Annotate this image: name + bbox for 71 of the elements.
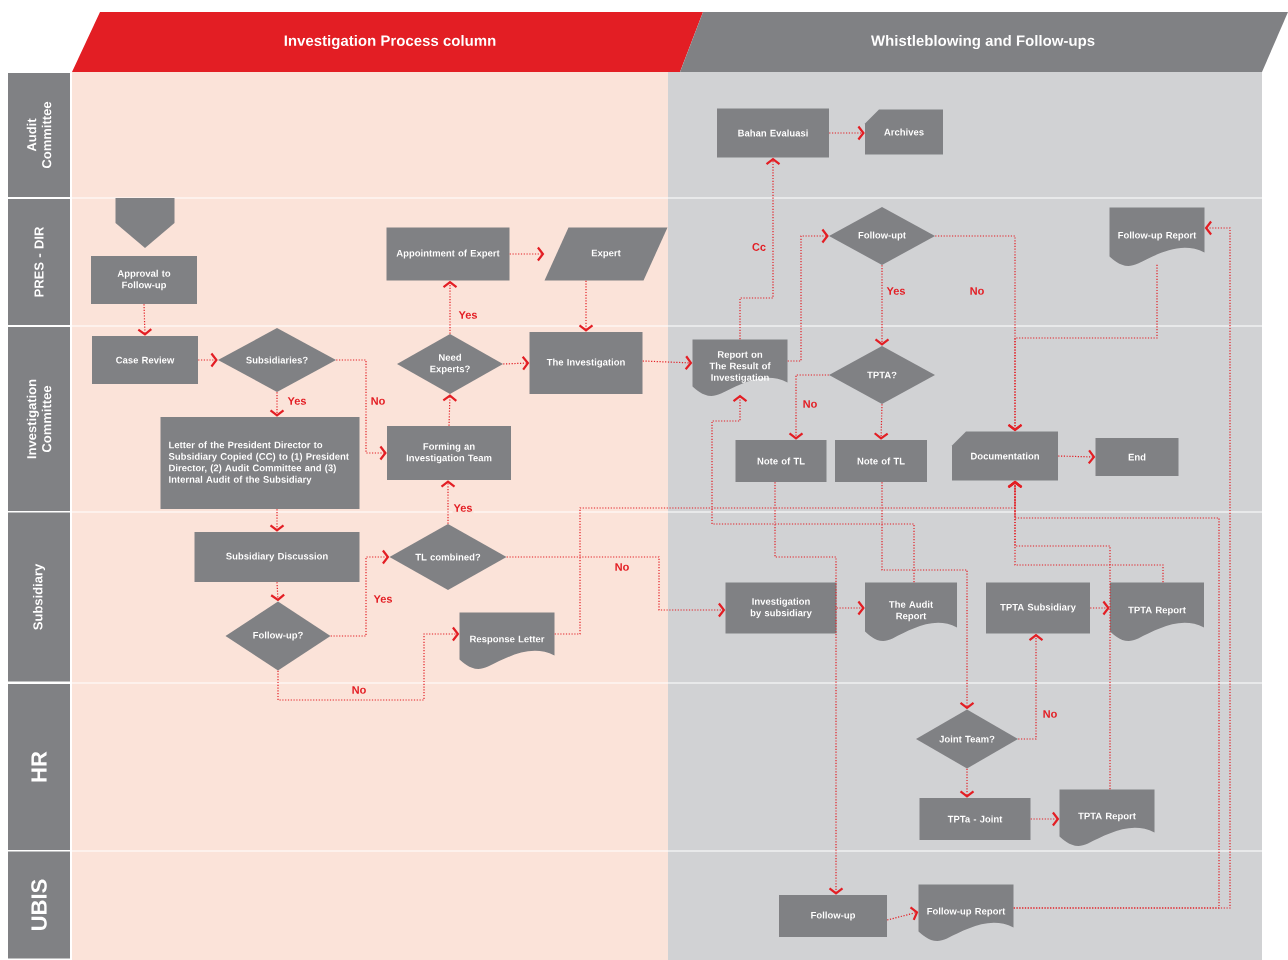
arrow [874,403,889,440]
arrow [277,626,460,701]
arrow [509,246,545,262]
edge-label: No [350,685,368,695]
arrow [1007,480,1220,909]
edge-label: No [968,286,986,296]
arrow [335,359,387,461]
arrow [642,355,693,370]
arrow [442,280,458,335]
process-box: Appointment of Expert [386,227,510,281]
header-banner: Investigation Process column [72,12,703,72]
lane-label: HR [8,684,70,850]
arrow [330,549,390,637]
lane-label: PRES - DIR [8,199,70,325]
edge-label: Yes [885,286,907,296]
lane-label: UBIS [8,851,70,959]
arrow [137,303,152,336]
process-box: Bahan Evaluasi [717,108,829,158]
process-box: Note of TL [735,440,827,482]
edge-label: No [801,399,819,409]
arrow [269,508,285,532]
edge-label: No [1041,709,1059,719]
edge-label: No [613,562,631,572]
pentagon-shape [115,198,175,248]
edge-label: No [369,396,387,406]
process-box: Forming an Investigation Team [387,426,511,480]
process-box: Note of TL [835,440,927,482]
arrow [1089,600,1110,616]
process-box: Follow-up [779,895,887,937]
arrow [881,481,975,710]
lane-label: Subsidiary [8,512,70,682]
arrow [502,356,530,371]
arrow [269,391,285,417]
process-box: Investigation by subsidiary [725,582,837,634]
process-box: Approval to Follow-up [91,256,197,304]
arrow [788,374,830,440]
arrow [874,264,890,346]
arrow [578,280,594,332]
arrow [739,157,781,340]
arrow [1013,220,1231,909]
arrow [440,480,456,525]
lane-label: Audit Committee [8,73,70,197]
edge-label: Yes [372,594,394,604]
arrow [1030,811,1060,827]
arrow [836,600,865,616]
process-box: Letter of the President Director to Subsidiary Copied (CC) to (1) President Director, (2) Audit Committee and (3) Internal Audit of the Subsidiary [160,417,360,509]
header-banner: Whistleblowing and Follow-ups [680,12,1288,72]
arrow [959,768,975,798]
arrow [197,352,218,368]
arrow [270,581,285,602]
process-box: The Investigation [529,332,643,394]
arrow [828,125,865,141]
process-box: Case Review [92,336,198,384]
process-box: End [1095,438,1179,476]
arrow [886,906,919,921]
process-box: TPTA Subsidiary [986,582,1090,634]
edge-label: Cc [751,242,768,252]
arrow [787,228,829,362]
arrow [774,481,844,895]
process-box: Subsidiary Discussion [194,532,360,582]
arrow [1057,449,1096,464]
arrow [506,556,726,618]
edge-label: Yes [452,503,474,513]
arrow [1007,264,1158,432]
arrow [1017,633,1044,740]
edge-label: Yes [457,310,479,320]
process-box: TPTa - Joint [919,798,1031,840]
edge-label: Yes [286,396,308,406]
arrow [711,394,915,583]
arrow [442,394,457,427]
lane-label: Investigation Committee [8,327,70,511]
